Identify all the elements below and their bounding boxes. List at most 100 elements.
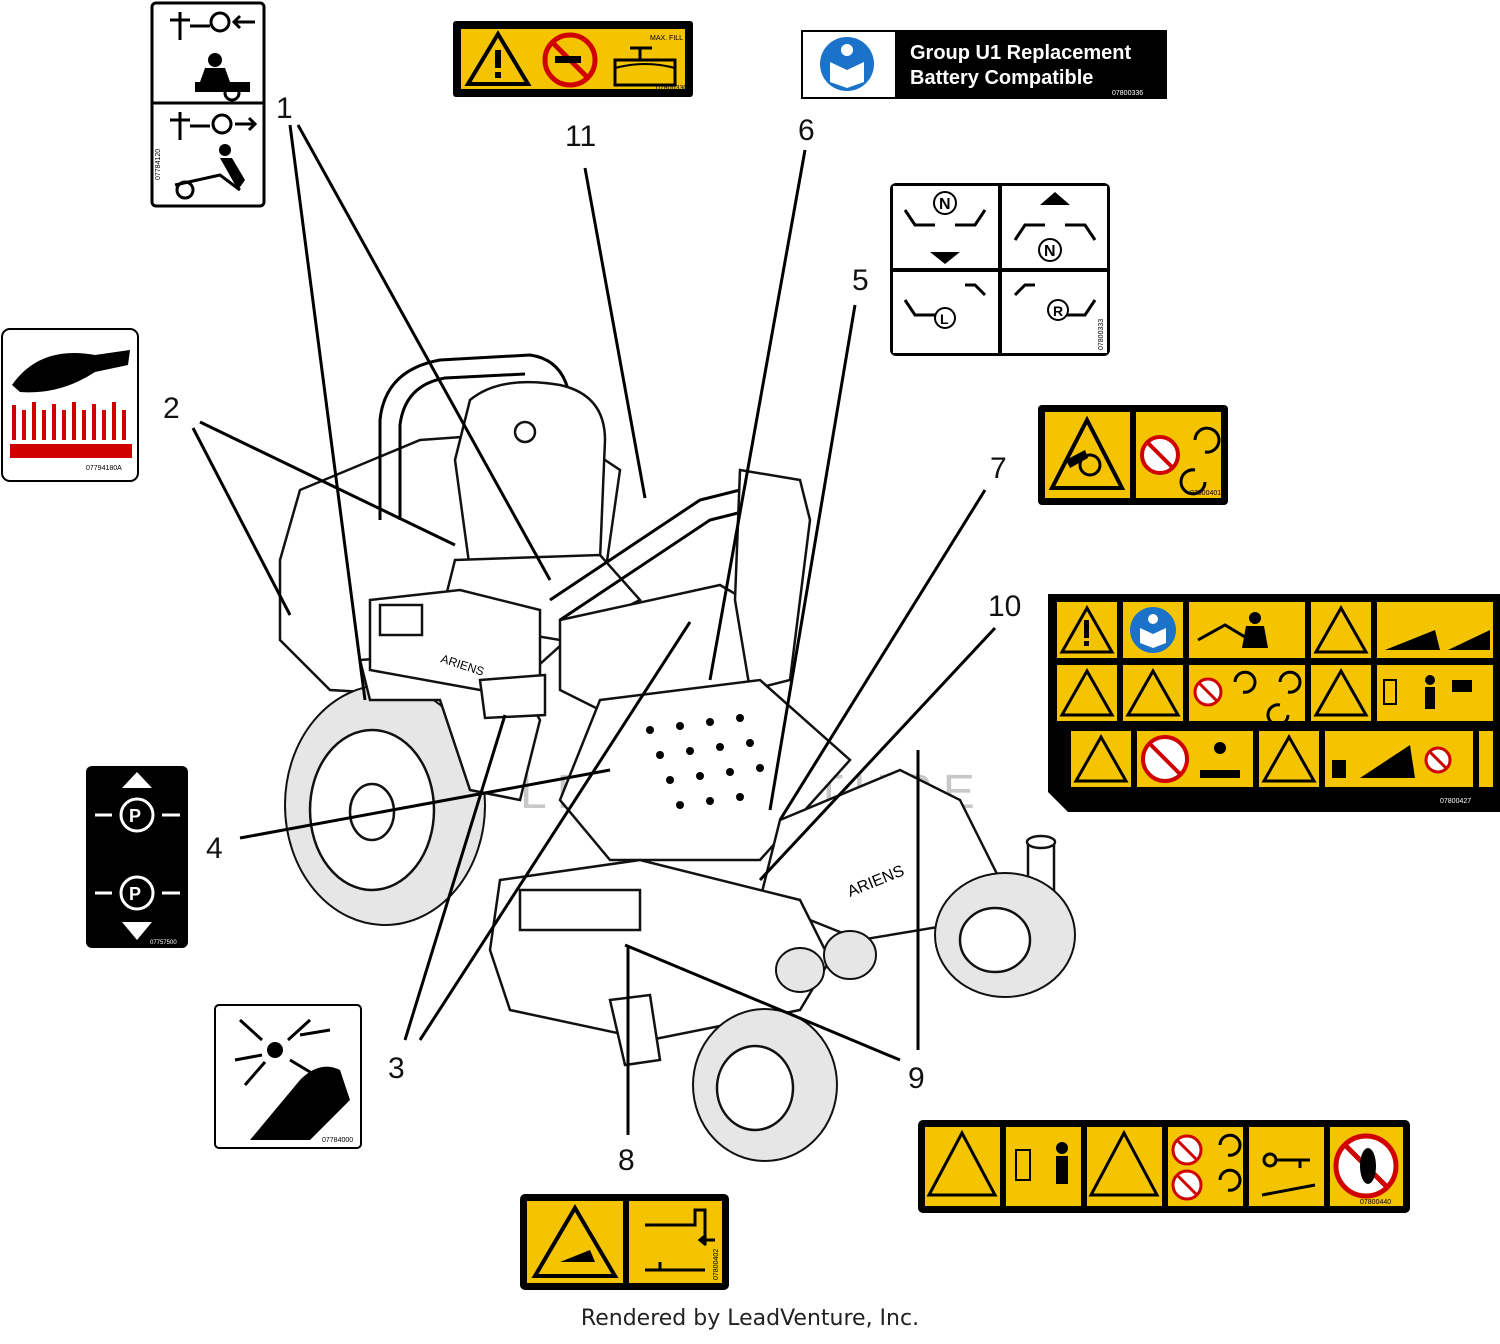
warning-triangle-icon <box>1059 604 1115 654</box>
arrow-up-icon <box>1040 192 1070 205</box>
rear-hub <box>348 782 396 842</box>
thrown-object-icon <box>1313 667 1369 717</box>
arrow-out-icon <box>235 116 258 132</box>
cup-holder <box>378 603 424 637</box>
decal-steering: N N L R 07800333 <box>890 183 1110 356</box>
lever-knob-icon <box>209 11 231 33</box>
decal-park-brake: P P 07757500 <box>86 766 188 948</box>
blade-warning-icon <box>1088 1129 1160 1197</box>
seat-icon <box>1452 680 1472 692</box>
operator-icon <box>1197 623 1251 642</box>
callout-10: 10 <box>988 590 1021 623</box>
hand-icon <box>250 1066 350 1140</box>
callout-4: 4 <box>206 832 223 865</box>
decal-battery: Group U1 Replacement Battery Compatible … <box>801 30 1167 99</box>
decal-pto-part: 07800401 <box>1190 490 1221 497</box>
hand-icon <box>12 350 130 393</box>
front-caster-right-rim <box>958 906 1032 974</box>
callout-1: 1 <box>276 92 293 125</box>
crush-warning-icon <box>1059 667 1115 717</box>
warning-triangle-icon <box>464 30 532 86</box>
callout-labels: 1 2 3 4 5 6 7 8 9 10 11 <box>163 92 1021 1177</box>
footer-credit: Rendered by LeadVenture, Inc. <box>580 1306 920 1331</box>
callout-2: 2 <box>163 392 180 425</box>
leader-lines <box>191 124 997 1135</box>
decal-rollover: 07800427 <box>1048 594 1500 812</box>
slope-warning-icon <box>1313 604 1369 654</box>
runover-warning-icon <box>1073 733 1129 783</box>
callout-3: 3 <box>388 1052 405 1085</box>
callout-8: 8 <box>618 1144 635 1177</box>
callout-11: 11 <box>565 120 596 153</box>
callout-9: 9 <box>908 1062 925 1095</box>
blade-warning-icon <box>1125 667 1181 717</box>
anti-scalp-roller-2 <box>775 947 825 993</box>
decal-pto: 07800401 <box>1038 405 1228 505</box>
rops-bar-inner <box>398 372 526 520</box>
decal-chute: 07800402 <box>520 1194 729 1290</box>
decal-chute-part: 07800402 <box>713 1249 720 1280</box>
steer-left-label: L <box>940 311 949 327</box>
rops-icon <box>1332 760 1346 778</box>
arrow-in-icon <box>697 1233 715 1247</box>
slope-tip-icon <box>1261 733 1317 783</box>
decal-blade-part: 07784000 <box>322 1137 353 1144</box>
decal-bypass: 07784120 <box>150 1 266 208</box>
blade-hazard-icon <box>267 1042 283 1058</box>
arrow-up-icon <box>122 772 152 788</box>
decal-hot-surface-part: 07794180A <box>86 465 122 472</box>
rotate-icon <box>1233 670 1257 694</box>
decal-park-brake-part: 07757500 <box>150 940 177 946</box>
decal-steering-part: 07800333 <box>1098 319 1105 350</box>
anti-scalp-roller-1 <box>823 930 877 980</box>
battery-box <box>478 673 547 720</box>
slope-15-left-icon <box>1385 630 1440 650</box>
battery-line-2: Battery Compatible <box>910 67 1093 89</box>
callout-7: 7 <box>990 452 1007 485</box>
decal-blade: 07784000 <box>214 1004 362 1149</box>
chute-icon <box>645 1208 707 1245</box>
riding-mower-icon <box>195 82 250 92</box>
keep-distance-icon <box>1383 679 1397 705</box>
front-caster-left-rim <box>715 1044 795 1132</box>
seat-back <box>453 380 607 587</box>
control-lever-left <box>549 488 741 602</box>
steer-neutral-label-1: N <box>939 196 951 213</box>
rotate-icon <box>1193 426 1221 454</box>
decal-rollover-part: 07800427 <box>1440 798 1471 805</box>
park-brake-icon <box>119 797 155 833</box>
decal-fuel: MAX. FILL 07800330 <box>453 21 693 97</box>
decal-deck: 07800440 <box>918 1120 1410 1213</box>
thrown-object-icon <box>531 1204 619 1278</box>
decal-fuel-part: 07800330 <box>656 85 687 92</box>
fuel-tank-icon <box>613 58 677 87</box>
steer-neutral-label-2: N <box>1044 243 1056 260</box>
mower-illustration: ARIENS ARIENS <box>278 353 1076 1162</box>
callout-6: 6 <box>798 114 815 147</box>
steer-right-label: R <box>1053 303 1063 319</box>
decal-hot-surface: 07794180A <box>1 328 139 482</box>
rotate-icon <box>1218 1133 1242 1157</box>
deck-bracket <box>608 993 662 1067</box>
battery-line-1: Group U1 Replacement <box>910 42 1132 64</box>
thrown-object-icon <box>926 1129 998 1197</box>
no-smoking-icon <box>542 32 598 88</box>
park-brake-release-icon <box>119 875 155 911</box>
right-tower <box>733 468 812 692</box>
decal-battery-part: 07800336 <box>1112 90 1143 97</box>
control-lever-right <box>559 508 751 622</box>
callout-5: 5 <box>852 264 869 297</box>
arrow-in-icon <box>231 14 255 30</box>
decal-deck-part: 07800440 <box>1360 1199 1391 1206</box>
keep-distance-icon <box>1015 1149 1031 1181</box>
seat-logo <box>513 420 537 444</box>
push-mower-icon <box>174 173 241 192</box>
arrow-down-icon <box>930 252 960 264</box>
svg-text:P: P <box>129 806 141 826</box>
entanglement-warning-icon <box>1048 415 1126 490</box>
max-fill-label: MAX. FILL <box>650 35 683 42</box>
decal-bypass-part: 07784120 <box>155 149 162 180</box>
slope-15-right-icon <box>1448 630 1490 650</box>
caster-cap <box>1025 834 1057 850</box>
